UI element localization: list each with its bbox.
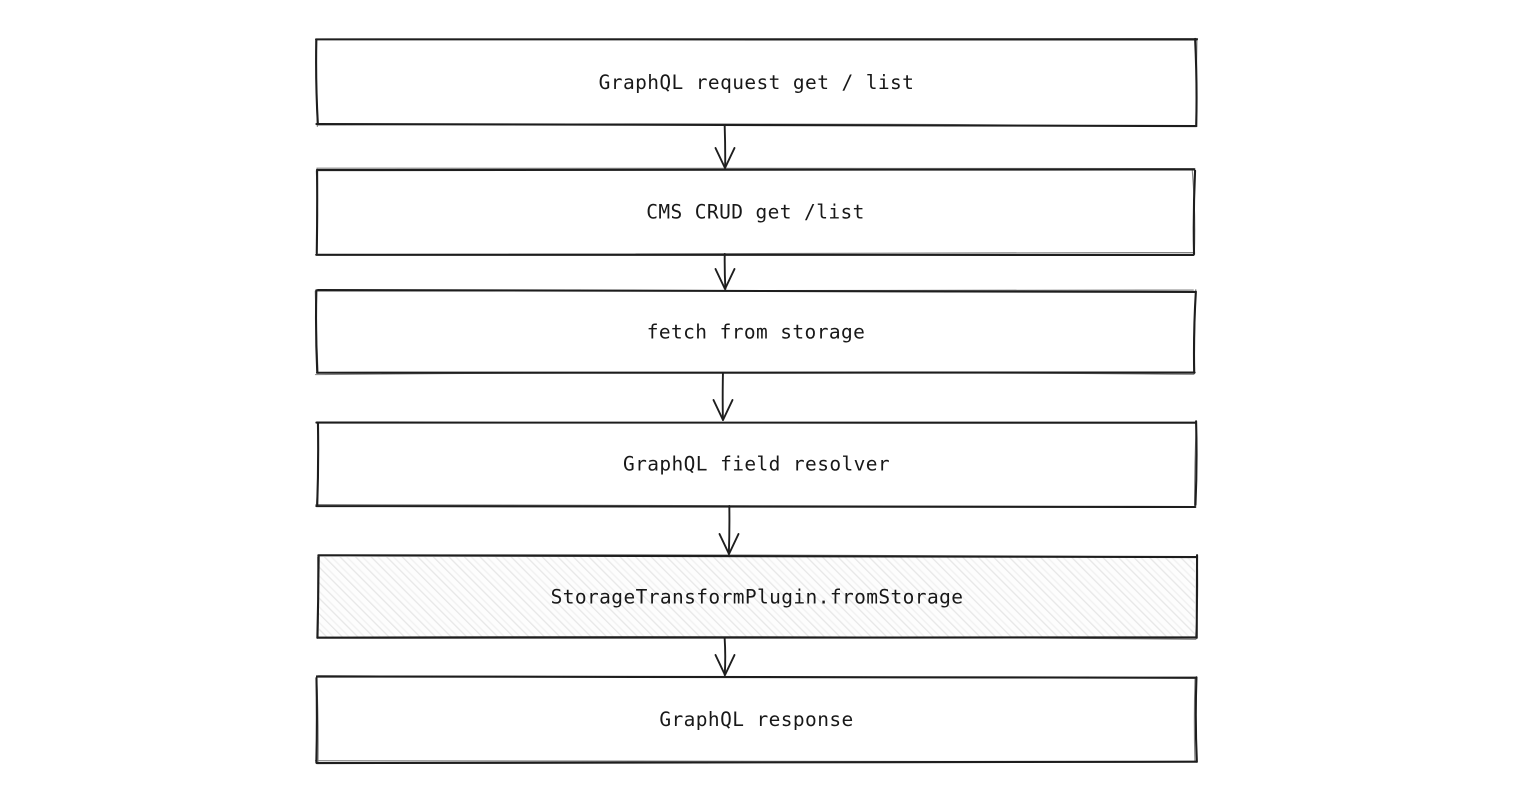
node-fill [318,171,1193,253]
node-label: fetch from storage [647,321,866,344]
flowchart-edge-edge-5 [714,637,736,676]
arrowhead-icon [712,399,734,421]
flowchart-node-graphql-field-resolver[interactable]: GraphQL field resolver [315,420,1198,509]
arrowhead-icon [714,654,736,676]
node-fill [318,678,1195,761]
flowchart-edge-edge-2 [714,253,736,290]
node-border [315,168,1197,257]
node-label: CMS CRUD get /list [646,201,865,224]
flowchart-edge-edge-1 [714,124,736,169]
node-fill [318,41,1195,124]
flowchart-node-storage-transform-plugin[interactable]: StorageTransformPlugin.fromStorage [316,554,1199,640]
flowchart-edge-edge-3 [712,372,734,421]
node-hatch-fill [319,557,1195,637]
flowchart-node-fetch-from-storage[interactable]: fetch from storage [314,288,1197,376]
node-border [314,675,1197,765]
flowchart-edge-edge-4 [718,505,740,555]
arrowhead-icon [718,533,740,555]
node-fill [318,423,1195,505]
node-label: GraphQL response [659,708,853,731]
node-border [316,554,1199,640]
arrowhead-icon [714,268,736,290]
node-border [315,421,1197,508]
node-label: GraphQL request get / list [599,71,915,94]
edge-line [727,505,731,555]
flowchart-node-graphql-response[interactable]: GraphQL response [314,675,1198,765]
edge-line [723,253,727,290]
arrowhead-icon [714,147,736,169]
flowchart-node-cms-crud[interactable]: CMS CRUD get /list [315,167,1197,257]
node-fill [318,292,1194,372]
edge-line [723,124,727,169]
node-label: GraphQL field resolver [623,453,890,476]
edges-layer [712,124,740,676]
node-border [315,167,1196,256]
flowchart-node-graphql-request[interactable]: GraphQL request get / list [315,37,1199,128]
node-label: StorageTransformPlugin.fromStorage [551,586,964,609]
edge-line [723,637,727,676]
